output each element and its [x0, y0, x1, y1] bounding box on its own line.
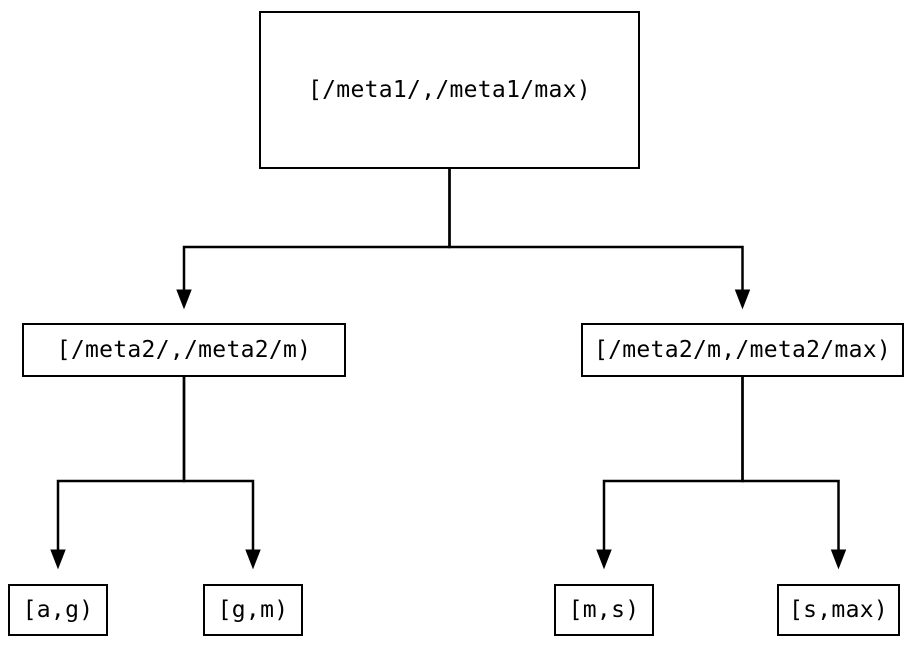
node-leaf-g-m: [g,m) — [203, 584, 303, 636]
edge-meta2-right-to-leaf-ms — [596, 377, 744, 570]
node-leaf-m-s: [m,s) — [554, 584, 654, 636]
node-leaf-a-g: [a,g) — [8, 584, 108, 636]
arrowhead-down-icon — [50, 549, 66, 570]
edge-root-to-meta2-right — [448, 169, 751, 310]
node-meta2-left-range: [/meta2/,/meta2/m) — [22, 323, 346, 377]
edge-meta2-left-to-leaf-ag — [50, 377, 186, 570]
arrowhead-down-icon — [596, 549, 612, 570]
edge-meta2-right-to-leaf-smax — [741, 377, 847, 570]
node-leaf-s-max: [s,max) — [777, 584, 900, 636]
edge-root-to-meta2-left — [176, 169, 451, 310]
arrowhead-down-icon — [176, 289, 192, 310]
arrowhead-down-icon — [830, 549, 847, 570]
arrowhead-down-icon — [245, 549, 261, 570]
arrowhead-down-icon — [734, 289, 751, 310]
node-root-meta1-range: [/meta1/,/meta1/max) — [259, 11, 640, 169]
node-meta2-right-range: [/meta2/m,/meta2/max) — [581, 323, 904, 377]
edge-meta2-left-to-leaf-gm — [182, 377, 261, 570]
